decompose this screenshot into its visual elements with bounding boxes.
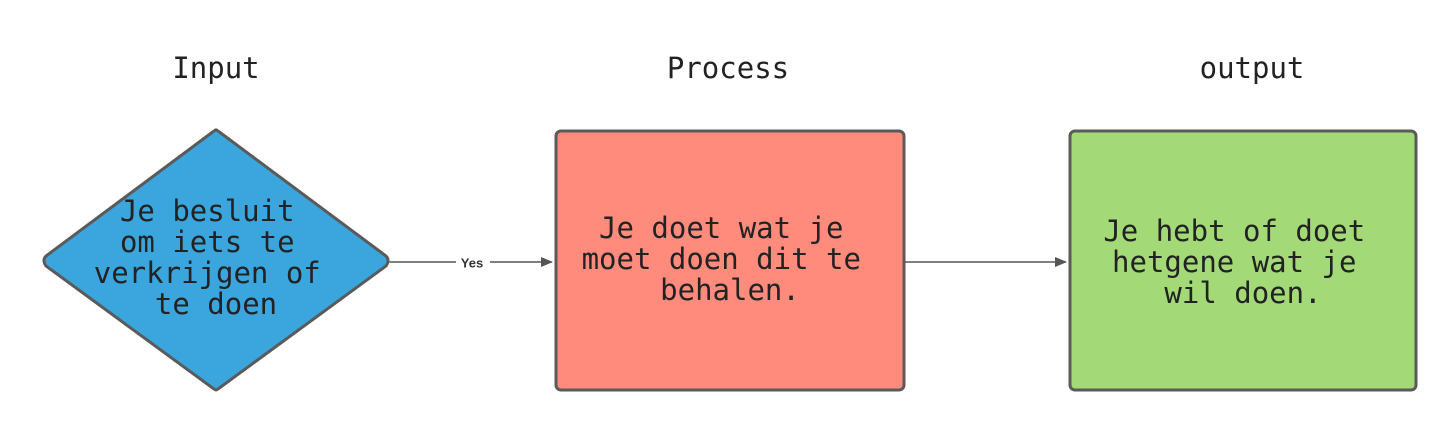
decision-node-line: te doen bbox=[155, 287, 277, 321]
process-node-line: moet doen dit te bbox=[582, 242, 861, 276]
decision-diamond-shape bbox=[42, 128, 390, 392]
column-title-input: Input bbox=[172, 51, 259, 85]
column-title-process: Process bbox=[667, 51, 789, 85]
output-node-text: Je hebt of doet hetgene wat je wil doen. bbox=[1103, 214, 1382, 310]
decision-node[interactable]: Je besluit om iets te verkrijgen of te d… bbox=[42, 128, 390, 392]
edge-label-yes: Yes bbox=[461, 255, 483, 270]
output-node-line: Je hebt of doet bbox=[1103, 214, 1365, 248]
decision-node-text: Je besluit om iets te verkrijgen of te d… bbox=[94, 194, 338, 321]
process-node[interactable]: Je doet wat je moet doen dit te behalen. bbox=[554, 129, 906, 392]
process-box-shape bbox=[554, 129, 906, 392]
output-node-line: hetgene wat je bbox=[1112, 245, 1356, 279]
edge-decision-to-process[interactable]: Yes bbox=[389, 255, 553, 270]
decision-node-line: Je besluit bbox=[120, 194, 295, 228]
process-node-line: behalen. bbox=[660, 273, 800, 307]
output-node[interactable]: Je hebt of doet hetgene wat je wil doen. bbox=[1068, 129, 1418, 392]
process-node-line: Je doet wat je bbox=[599, 211, 843, 245]
process-node-text: Je doet wat je moet doen dit te behalen. bbox=[582, 211, 879, 307]
output-box-shape bbox=[1068, 129, 1418, 392]
decision-node-line: om iets te bbox=[120, 225, 295, 259]
column-title-output: output bbox=[1200, 51, 1305, 85]
output-node-line: wil doen. bbox=[1164, 276, 1321, 310]
decision-node-line: verkrijgen of bbox=[94, 256, 321, 290]
